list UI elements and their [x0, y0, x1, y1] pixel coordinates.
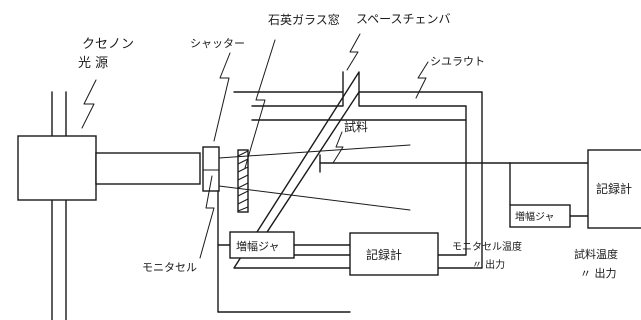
recorder-right	[587, 149, 641, 229]
shroud-label: シユラウト	[430, 55, 485, 68]
monitor-output-label-line2: 〃 出力	[472, 258, 505, 271]
amplifier-right-label: 増幅ジャ	[515, 210, 555, 223]
quartz-window-label: 石英ガラス窓	[268, 12, 340, 27]
shutter-pointer	[213, 52, 231, 142]
sample-output-label-line1: 試料温度	[574, 247, 618, 261]
quartz-window	[237, 149, 249, 213]
amplifier-lower-label: 増幅ジャ	[236, 240, 279, 253]
recorder-lower	[349, 232, 439, 276]
beam-lower	[218, 185, 411, 211]
recorder-lower-label: 記録計	[366, 247, 402, 262]
xenon-lamp-housing	[17, 135, 97, 201]
beam-upper	[218, 144, 411, 159]
shutter	[202, 146, 220, 192]
monitor-cell-pointer	[199, 175, 215, 259]
shroud-pointer	[415, 61, 429, 99]
lamp-pointer	[81, 79, 97, 129]
quartz-window-hatching	[237, 150, 249, 212]
quartz-window-pointer	[244, 39, 276, 169]
recorder-right-label: 記録計	[596, 181, 632, 196]
monitor-output-label-line1: モニタセル温度	[452, 240, 522, 253]
sample-pointer-arrow	[332, 131, 344, 164]
lamp-label-line2: 光 源	[78, 56, 108, 71]
lamp-tube	[95, 152, 201, 185]
sample-label: 試料	[344, 119, 368, 134]
sample-output-label-line2: 〃 出力	[580, 266, 617, 280]
lamp-label-line1: クセノン	[82, 37, 134, 52]
monitor-cell-label: モニタセル	[142, 261, 197, 274]
shutter-label: シャッター	[190, 37, 245, 50]
amplifier-lower	[229, 231, 295, 259]
shroud-wall	[251, 91, 467, 256]
space-chamber-pointer	[346, 33, 361, 71]
space-chamber-label: スペースチェンバ	[356, 12, 451, 26]
